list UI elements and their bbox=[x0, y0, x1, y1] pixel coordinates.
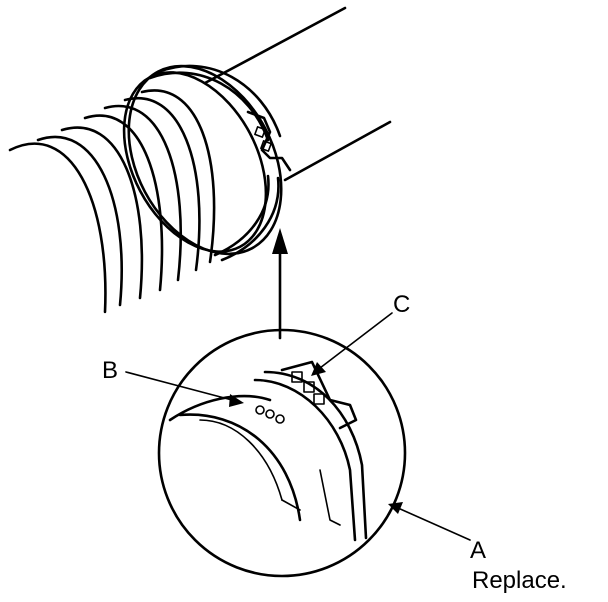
label-c: C bbox=[393, 291, 410, 318]
leader-lines bbox=[125, 312, 471, 541]
magnified-detail bbox=[157, 328, 407, 578]
zoom-arrow bbox=[272, 228, 288, 340]
label-a-note: Replace. bbox=[472, 567, 567, 594]
label-b: B bbox=[102, 357, 118, 384]
hose-clamp bbox=[122, 64, 292, 262]
corrugated-hose bbox=[8, 89, 216, 314]
label-a: A bbox=[470, 537, 486, 564]
pipe-assembly bbox=[8, 6, 392, 314]
